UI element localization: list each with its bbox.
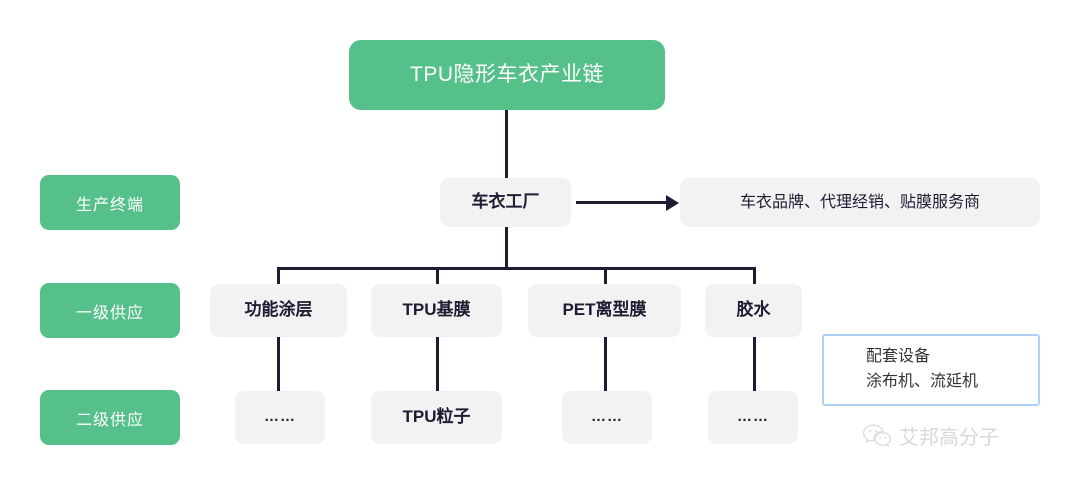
connector-factory-to-bus <box>505 227 508 269</box>
connector-bus-drop-pet-release-film <box>604 267 607 284</box>
node-tpu-pellets: TPU粒子 <box>371 391 502 444</box>
connector-bus-drop-adhesive <box>753 267 756 284</box>
node-functional-coating: 功能涂层 <box>210 284 347 337</box>
tier-label-tier-1-supply: 一级供应 <box>40 283 180 338</box>
connector-title-to-factory <box>505 110 508 178</box>
connector-bus-drop-tpu-base-film <box>436 267 439 284</box>
connector-pet-release-film-to-sub <box>604 337 607 391</box>
tier-label-tier-2-supply: 二级供应 <box>40 390 180 445</box>
connector-functional-coating-to-sub <box>277 337 280 391</box>
arrow-factory-to-downstream-shaft <box>576 201 668 204</box>
diagram-title-node: TPU隐形车衣产业链 <box>349 40 665 110</box>
connector-adhesive-to-sub <box>753 337 756 391</box>
node-adhesive-sub: …… <box>708 391 798 444</box>
node-factory: 车衣工厂 <box>440 178 571 227</box>
tier-label-production-terminal: 生产终端 <box>40 175 180 230</box>
watermark-text: 艾邦高分子 <box>899 427 999 449</box>
node-downstream-channels: 车衣品牌、代理经销、贴膜服务商 <box>680 178 1040 227</box>
node-functional-coating-sub: …… <box>235 391 325 444</box>
node-pet-release-film: PET离型膜 <box>528 284 681 337</box>
node-pet-release-film-sub: …… <box>562 391 652 444</box>
equipment-note-box: 配套设备 涂布机、流延机 <box>822 334 1040 406</box>
connector-bus-tier1 <box>278 267 756 270</box>
connector-tpu-base-film-to-pellets <box>436 337 439 391</box>
arrow-right-icon <box>666 195 679 211</box>
node-tpu-base-film: TPU基膜 <box>371 284 502 337</box>
node-adhesive: 胶水 <box>705 284 802 337</box>
equipment-note-line-2: 涂布机、流延机 <box>866 373 979 390</box>
equipment-note-line-1: 配套设备 <box>866 348 931 366</box>
watermark: 艾邦高分子 <box>862 421 999 450</box>
wechat-icon <box>862 423 892 449</box>
connector-bus-drop-functional-coating <box>277 267 280 284</box>
